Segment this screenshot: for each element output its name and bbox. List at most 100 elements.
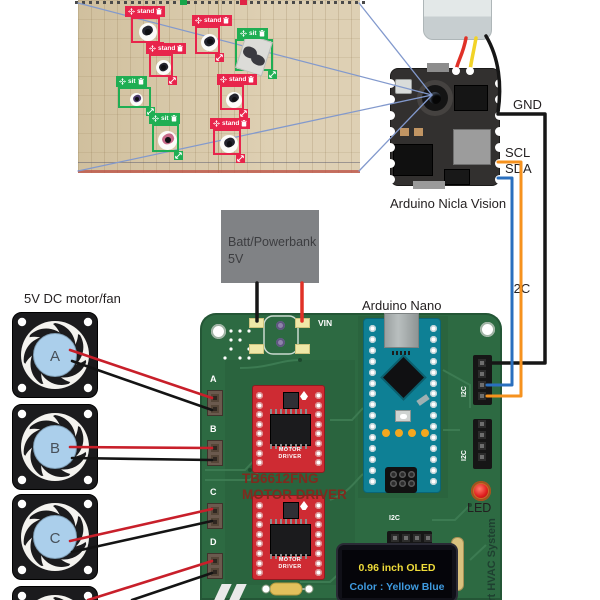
nano-pin-hole [369, 368, 376, 376]
move-icon[interactable] [152, 115, 159, 122]
person-head [232, 96, 237, 102]
detection-label[interactable]: stand [210, 118, 251, 129]
vin-pad [295, 344, 310, 354]
icsp-pin [399, 480, 406, 487]
oled-text-line2: Color : Yellow Blue [349, 581, 445, 593]
driver-pad [315, 420, 322, 428]
castellated-pad [386, 95, 395, 104]
detection-box[interactable] [131, 17, 160, 43]
nano-pin-hole [369, 357, 376, 365]
detection-box[interactable] [118, 87, 151, 108]
detection-label[interactable]: stand [125, 6, 166, 17]
nano-pin-hole [430, 357, 437, 365]
driver-pad [256, 569, 263, 577]
move-icon[interactable] [119, 78, 126, 85]
nano-pin-hole [369, 335, 376, 343]
detection-box[interactable] [149, 54, 173, 77]
via [276, 338, 285, 347]
trash-icon[interactable] [258, 30, 265, 37]
wire-fan-black [130, 571, 214, 600]
trash-icon[interactable] [223, 17, 230, 24]
nano-pin-hole [430, 325, 437, 332]
nano-pin-hole [430, 335, 437, 343]
driver-pad [256, 430, 263, 438]
driver-pad [256, 530, 263, 538]
resize-icon[interactable] [269, 71, 276, 78]
detection-box[interactable] [213, 129, 241, 155]
terminal-label: B [210, 424, 217, 434]
detection-label[interactable]: sit [237, 28, 268, 39]
trash-icon[interactable] [137, 78, 144, 85]
nicla-chip [393, 144, 433, 176]
driver-pad [315, 569, 322, 577]
move-icon[interactable] [128, 8, 135, 15]
move-icon[interactable] [149, 45, 156, 52]
person-head [226, 141, 233, 147]
trash-icon[interactable] [156, 8, 163, 15]
resize-icon[interactable] [147, 108, 154, 115]
driver-pad [256, 459, 263, 467]
resize-handle[interactable] [268, 70, 277, 79]
move-icon[interactable] [220, 76, 227, 83]
wire-fan-black [70, 519, 214, 554]
driver-pad [256, 449, 263, 457]
resize-icon[interactable] [240, 110, 247, 117]
resize-handle[interactable] [236, 154, 245, 163]
driver-pad [256, 420, 263, 428]
resize-icon[interactable] [216, 54, 223, 61]
resize-handle[interactable] [215, 53, 224, 62]
nano-pin-hole [369, 444, 376, 452]
detection-label-text: stand [158, 45, 176, 52]
floor-seam [218, 0, 219, 173]
trash-icon[interactable] [177, 45, 184, 52]
led-label: LED [467, 501, 492, 515]
driver-chip-text: MOTOR [278, 557, 302, 563]
resize-handle[interactable] [146, 107, 155, 116]
person-head [161, 65, 166, 70]
detection-box[interactable] [220, 85, 244, 110]
trash-icon[interactable] [248, 76, 255, 83]
nano-pin-hole [369, 412, 376, 420]
wire-fan-black [70, 359, 214, 412]
resize-icon[interactable] [237, 155, 244, 162]
wire-fan-red [68, 507, 214, 543]
detection-box[interactable] [235, 33, 273, 77]
resize-icon[interactable] [175, 152, 182, 159]
fan: B [12, 404, 98, 490]
gnd-label: GND [513, 97, 542, 112]
move-icon[interactable] [213, 120, 220, 127]
resize-icon[interactable] [169, 77, 176, 84]
nano-pin-hole [369, 466, 376, 474]
detection-box[interactable] [152, 124, 179, 152]
detection-label[interactable]: stand [146, 43, 187, 54]
castellated-pad [386, 127, 395, 136]
detection-label-text: stand [137, 8, 155, 15]
fan: A [12, 312, 98, 398]
castellated-pad [386, 143, 395, 152]
fan-section-label: 5V DC motor/fan [24, 291, 121, 306]
driver-pad [256, 502, 263, 509]
motor-driver-board: MOTOR DRIVER [252, 495, 325, 580]
resize-handle[interactable] [239, 109, 248, 118]
usb-connector [384, 313, 419, 348]
detection-label[interactable]: sit [149, 113, 180, 124]
detection-label[interactable]: stand [192, 15, 233, 26]
camera-button[interactable] [395, 79, 412, 94]
trash-icon[interactable] [241, 120, 248, 127]
castellated-pad [495, 143, 504, 152]
move-icon[interactable] [195, 17, 202, 24]
nano-pin-hole [369, 455, 376, 463]
resize-handle[interactable] [168, 76, 177, 85]
trash-icon[interactable] [170, 115, 177, 122]
castellated-pad [386, 79, 395, 88]
detection-label[interactable]: stand [217, 74, 258, 85]
mount-hole [211, 324, 226, 339]
resize-handle[interactable] [174, 151, 183, 160]
driver-pad [315, 502, 322, 509]
nano-pin-hole [430, 434, 437, 441]
detection-label[interactable]: sit [116, 76, 147, 87]
move-icon[interactable] [240, 30, 247, 37]
driver-pad [256, 440, 263, 447]
detection-box[interactable] [195, 26, 220, 54]
